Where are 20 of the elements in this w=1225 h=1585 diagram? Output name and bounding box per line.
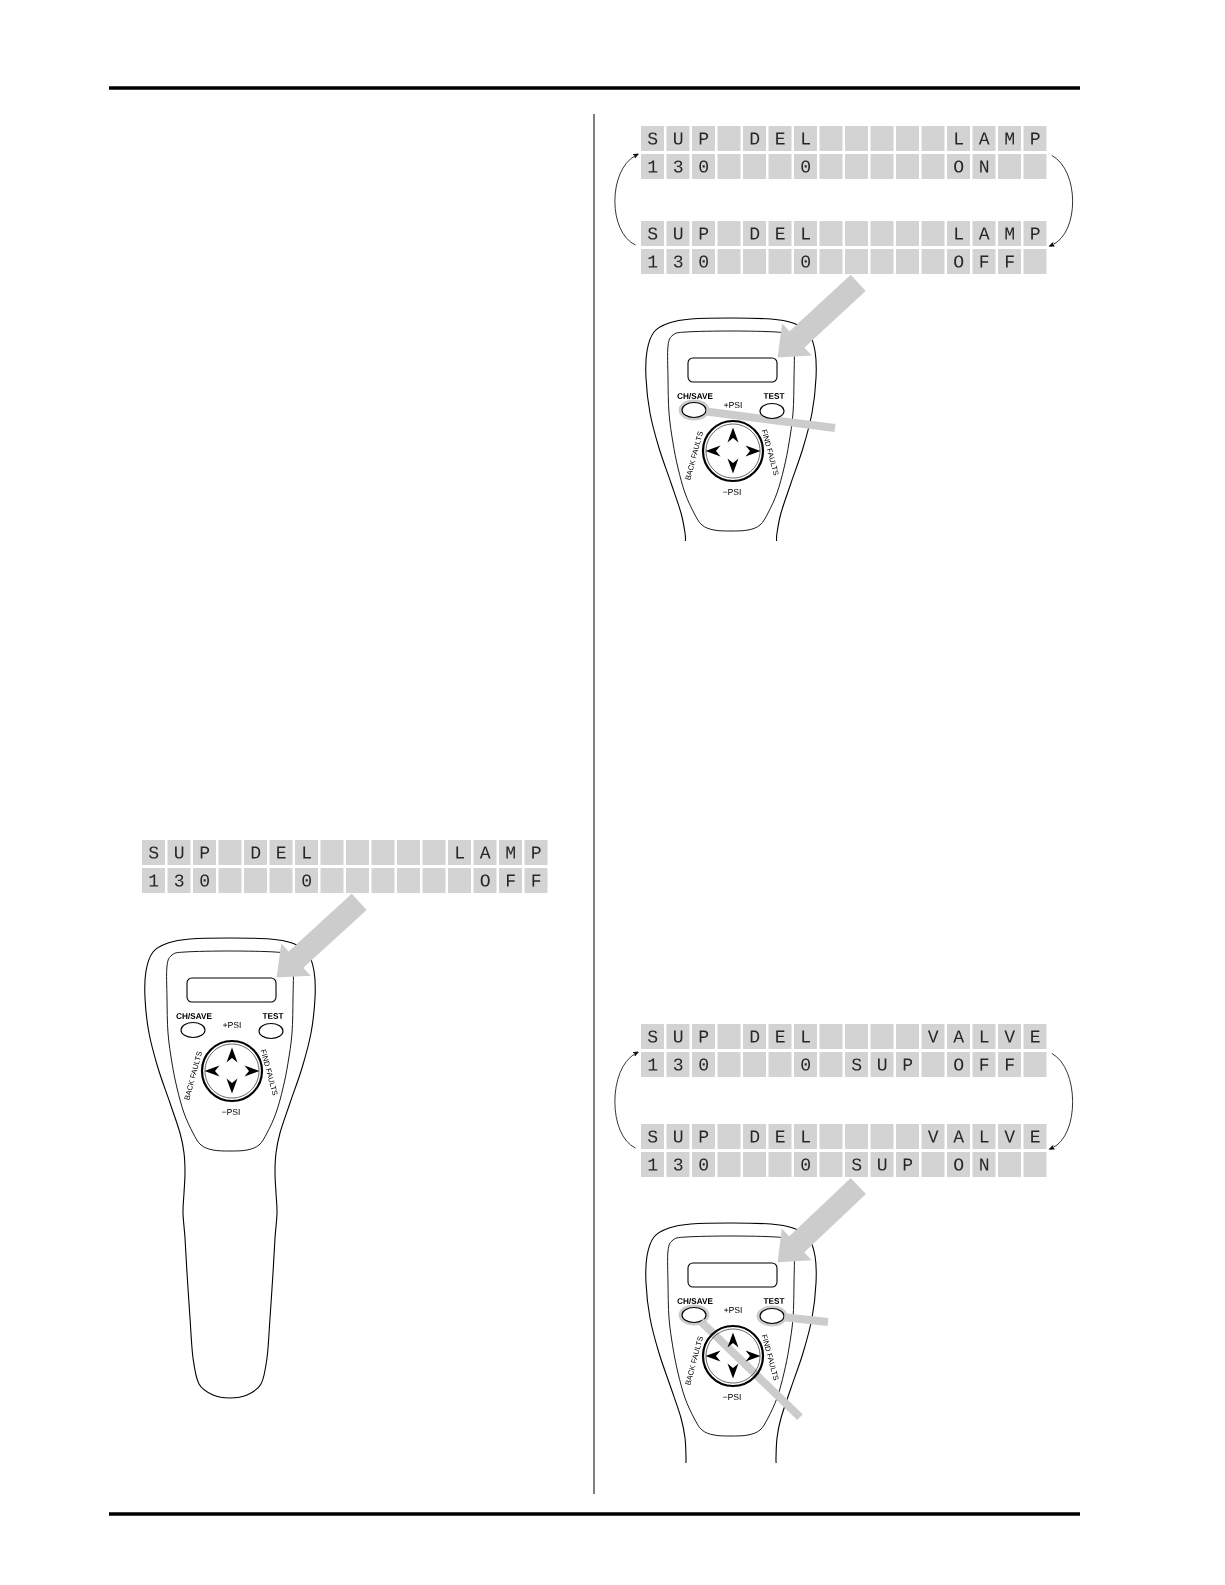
lcd-row: S U P D E L L A M P [142,840,548,865]
curved-arrow [1048,1053,1074,1150]
lcd-row: S U P D E L V A L V E [641,1124,1047,1149]
lcd-row: 1 3 0 0 O F F [641,249,1047,274]
highlight-beam [783,1313,829,1326]
lcd-row: 1 3 0 0 O N [641,154,1047,179]
curved-arrow [614,153,639,246]
lcd-row: S U P D E L L A M P [641,221,1047,246]
lcd-row: S U P D E L V A L V E [641,1024,1047,1049]
lcd-row: S U P D E L L A M P [641,126,1047,151]
lcd-row: 1 3 0 0 S U P O N [641,1152,1047,1177]
button-label: CH/SAVE [176,1012,212,1020]
lcd-row: 1 3 0 0 S U P O F F [641,1052,1047,1077]
button-label: TEST [262,1013,284,1019]
button-label: −PSI [222,1109,240,1115]
curved-arrow [1048,155,1074,247]
button-label: +PSI [223,1022,241,1028]
curved-arrow [614,1051,639,1149]
display-screen [186,977,277,1003]
lcd-row: 1 3 0 0 O F F [142,868,548,893]
